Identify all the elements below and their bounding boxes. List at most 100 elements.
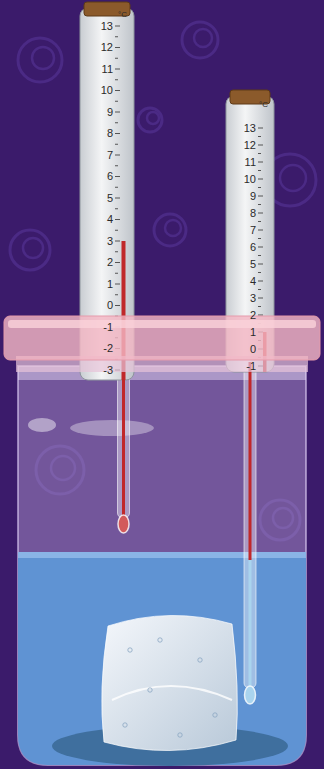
thermometer-stem — [244, 362, 256, 688]
scale-number: 1 — [107, 278, 113, 291]
scale-tick — [258, 213, 263, 214]
scale-number: 3 — [107, 235, 113, 248]
scale-tick — [115, 241, 120, 242]
jar-lid — [4, 316, 320, 360]
swirl — [280, 165, 306, 191]
scale-number: 0 — [250, 343, 256, 356]
scale-tick — [115, 155, 120, 156]
scale-tick — [258, 136, 261, 137]
scale-number: 4 — [107, 213, 113, 226]
scale-number: 11 — [102, 63, 113, 76]
scale-tick — [258, 204, 261, 205]
scale-number: 7 — [250, 224, 256, 237]
swirl — [10, 230, 50, 270]
swirl — [23, 238, 43, 258]
bubble — [178, 733, 182, 737]
scale-tick — [115, 69, 120, 70]
swirl — [194, 29, 212, 47]
scale-number: 2 — [107, 256, 113, 269]
scale-tick — [258, 315, 263, 316]
swirl — [18, 38, 62, 82]
scale-tick — [115, 165, 118, 166]
scale-tick — [258, 153, 261, 154]
scale-number: 5 — [107, 192, 113, 205]
swirl — [154, 214, 186, 246]
scale-tick — [115, 198, 120, 199]
glass-highlight — [28, 418, 56, 432]
scale-number: 12 — [101, 41, 113, 54]
scale-tick — [115, 284, 120, 285]
scale-tick — [115, 305, 120, 306]
scale-tick — [115, 58, 118, 59]
scale-tick — [115, 47, 120, 48]
scale-tick — [258, 247, 263, 248]
scale-tick — [115, 230, 118, 231]
scale-tick — [115, 112, 120, 113]
liquid-column — [249, 560, 252, 688]
scale-tick — [258, 264, 263, 265]
scale-number: 13 — [101, 20, 113, 33]
thermometer-scale: °C131211109876543210-1 — [226, 96, 274, 372]
scale-number: 2 — [250, 309, 256, 322]
water-surface — [0, 552, 324, 558]
scale-tick — [258, 128, 263, 129]
scale-tick — [258, 230, 263, 231]
scale-tick — [115, 90, 120, 91]
scale-number: 5 — [250, 258, 256, 271]
scale-number: -2 — [103, 342, 113, 355]
scale-number: 7 — [107, 149, 113, 162]
glass-highlight — [70, 420, 154, 436]
scale-tick — [115, 208, 118, 209]
scale-number: 13 — [244, 122, 256, 135]
scale-tick — [115, 79, 118, 80]
mercury-column — [122, 370, 125, 518]
swirl — [147, 112, 159, 124]
scale-tick — [115, 101, 118, 102]
thermometer-scale: °C131211109876543210-1-2-3 — [80, 8, 134, 380]
scale-number: 9 — [250, 190, 256, 203]
swirl — [165, 220, 181, 236]
water — [0, 556, 324, 769]
scale-tick — [115, 176, 120, 177]
scale-tick — [258, 221, 261, 222]
scale-number: 3 — [250, 292, 256, 305]
scale-number: 6 — [250, 241, 256, 254]
scale-number: 9 — [107, 106, 113, 119]
scale-tick — [115, 26, 120, 27]
bubble — [148, 688, 152, 692]
lid-highlight — [8, 320, 316, 328]
thermometer-bulb — [245, 686, 256, 704]
scale-tick — [115, 273, 118, 274]
scale-number: 8 — [250, 207, 256, 220]
scale-tick — [258, 162, 263, 163]
scale-number: 10 — [244, 173, 256, 186]
unit-label: °C — [259, 100, 268, 109]
scale-tick — [258, 281, 263, 282]
scale-number: -3 — [103, 364, 113, 377]
ice-edge — [112, 686, 232, 700]
scale-number: 11 — [245, 156, 256, 169]
scale-number: 12 — [244, 139, 256, 152]
scale-tick — [258, 272, 261, 273]
thermometer-bulb — [118, 515, 129, 533]
scale-tick — [115, 144, 118, 145]
scale-tick — [258, 187, 261, 188]
scale-tick — [258, 298, 263, 299]
scale-tick — [115, 36, 118, 37]
scale-tick — [115, 133, 120, 134]
bubble — [123, 723, 127, 727]
scale-tick — [258, 306, 261, 307]
scale-tick — [258, 145, 263, 146]
thermometer-stem — [118, 370, 130, 518]
scale-tick — [115, 262, 120, 263]
scale-number: 4 — [250, 275, 256, 288]
scale-tick — [258, 255, 261, 256]
swirl — [138, 108, 162, 132]
bubble — [128, 648, 132, 652]
scale-number: 10 — [101, 84, 113, 97]
mercury-column — [249, 362, 252, 560]
swirl — [182, 22, 218, 58]
scale-number: -1 — [246, 360, 256, 373]
scale-tick — [258, 238, 261, 239]
